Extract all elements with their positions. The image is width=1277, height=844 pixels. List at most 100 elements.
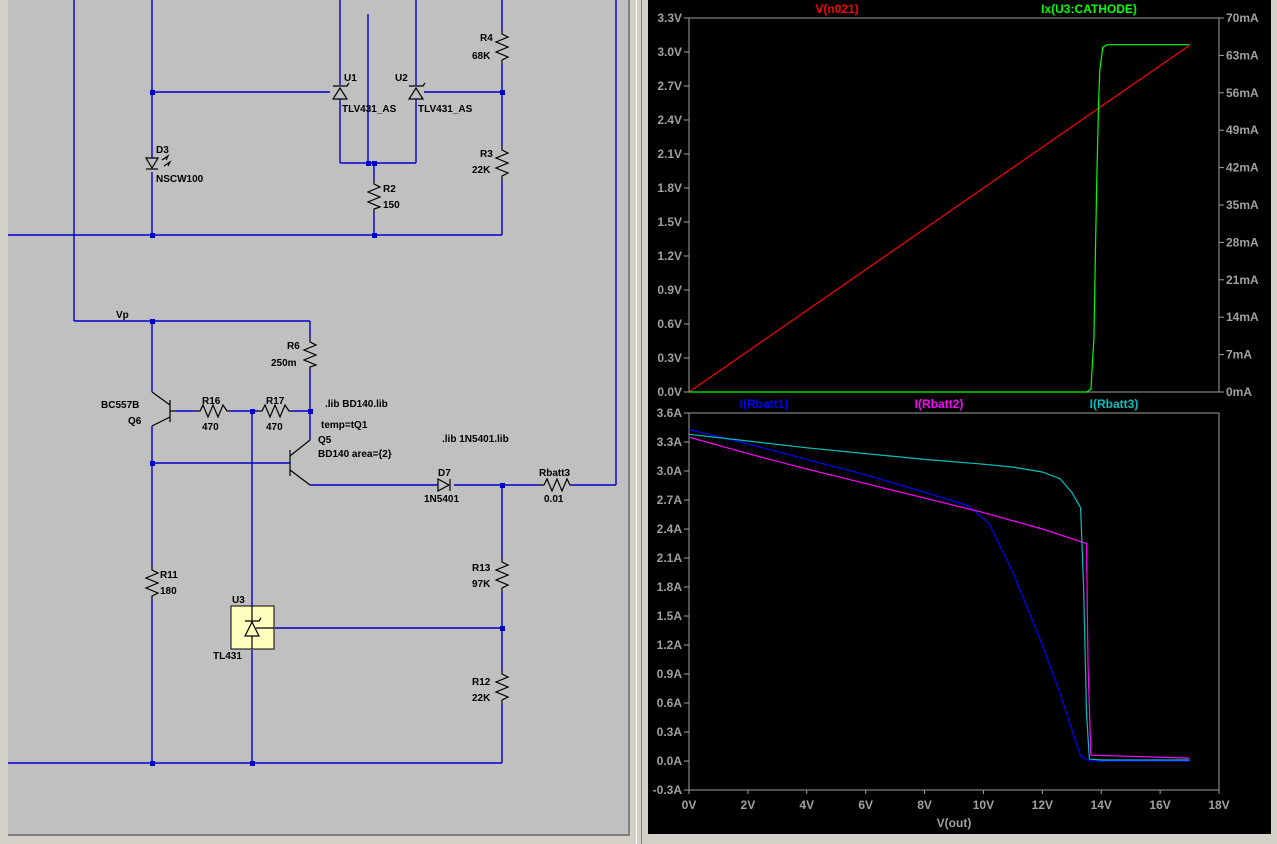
x-tick-label: 4V <box>799 798 814 812</box>
r12-ref[interactable]: R12 <box>472 677 491 688</box>
u2-ref[interactable]: U2 <box>395 73 408 84</box>
trace-line-1 <box>688 428 1190 762</box>
x-tick-label: 2V <box>741 798 756 812</box>
y2-tick-label: 7mA <box>1226 348 1252 362</box>
d3-value[interactable]: NSCW100 <box>156 174 204 185</box>
r3-symbol <box>494 146 510 180</box>
y-tick-label: 1.8A <box>657 580 683 594</box>
y2-tick-label: 63mA <box>1226 48 1259 62</box>
trace-line-2 <box>688 436 1190 759</box>
y-tick-label: 1.2A <box>657 638 683 652</box>
transistor-symbols <box>151 391 311 486</box>
rbatt3-value[interactable]: 0.01 <box>544 494 564 505</box>
y-tick-label: 0.9V <box>657 283 682 297</box>
trace-line-2 <box>689 44 1190 393</box>
rbatt3-symbol <box>540 477 572 493</box>
r4-value[interactable]: 68K <box>472 51 491 62</box>
y-tick-label: 3.0V <box>657 45 682 59</box>
r11-symbol <box>144 566 160 600</box>
y2-tick-label: 21mA <box>1226 273 1259 287</box>
q5-value[interactable]: BD140 area={2} <box>318 449 392 460</box>
y-tick-label: 1.2V <box>657 249 682 263</box>
y-tick-label: 2.4A <box>657 522 683 536</box>
x-tick-label: 0V <box>682 798 697 812</box>
trace-title-2: I(Rbatt2) <box>915 397 964 411</box>
y-tick-label: 2.4V <box>657 113 682 127</box>
r12-symbol <box>494 670 510 704</box>
resistor-symbols <box>144 30 572 704</box>
y-tick-label: 0.3A <box>657 725 683 739</box>
u3-symbol <box>230 605 275 650</box>
temp-directive[interactable]: temp=tQ1 <box>321 420 368 431</box>
r16-value[interactable]: 470 <box>202 422 219 433</box>
lib-1n5401-directive[interactable]: .lib 1N5401.lib <box>442 434 509 445</box>
schematic-canvas[interactable]: Vp U1 TLV431_AS U2 TLV431_AS R4 68K R3 2… <box>8 0 630 836</box>
q6-ref[interactable]: Q6 <box>128 416 142 427</box>
rbatt3-ref[interactable]: Rbatt3 <box>539 468 571 479</box>
x-tick-label: 8V <box>917 798 932 812</box>
plot-pane-2: -0.3A0.0A0.3A0.6A0.9A1.2A1.5A1.8A2.1A2.4… <box>653 397 1230 830</box>
r12-value[interactable]: 22K <box>472 693 491 704</box>
u1-value[interactable]: TLV431_AS <box>342 104 397 115</box>
r3-ref[interactable]: R3 <box>480 149 493 160</box>
trace-title-2: Ix(U3:CATHODE) <box>1041 2 1137 16</box>
trace-title-1: I(Rbatt1) <box>740 397 789 411</box>
x-tick-label: 12V <box>1032 798 1053 812</box>
trace-title-3: I(Rbatt3) <box>1090 397 1139 411</box>
r16-symbol <box>196 403 230 419</box>
y-tick-label: 1.5A <box>657 609 683 623</box>
pane-splitter[interactable] <box>636 0 642 844</box>
d7-ref[interactable]: D7 <box>438 468 451 479</box>
y2-tick-label: 56mA <box>1226 86 1259 100</box>
r6-symbol <box>302 338 318 370</box>
y-tick-label: 0.0V <box>657 385 682 399</box>
y2-tick-label: 28mA <box>1226 235 1259 249</box>
r17-value[interactable]: 470 <box>266 422 283 433</box>
y-tick-label: 2.7V <box>657 79 682 93</box>
y-tick-label: 2.1V <box>657 147 682 161</box>
r2-value[interactable]: 150 <box>383 200 400 211</box>
y-tick-label: 0.9A <box>657 667 683 681</box>
y-tick-label: 2.7A <box>657 493 683 507</box>
y-tick-label: 1.8V <box>657 181 682 195</box>
r6-ref[interactable]: R6 <box>287 341 300 352</box>
y-tick-label: 3.3V <box>657 11 682 25</box>
r13-value[interactable]: 97K <box>472 579 491 590</box>
q6-value[interactable]: BC557B <box>101 400 139 411</box>
y-tick-label: 3.0A <box>657 464 683 478</box>
y2-tick-label: 14mA <box>1226 310 1259 324</box>
r3-value[interactable]: 22K <box>472 165 491 176</box>
x-tick-label: 14V <box>1091 798 1112 812</box>
y2-tick-label: 70mA <box>1226 11 1259 25</box>
trace-title-1: V(n021) <box>815 2 858 16</box>
d7-value[interactable]: 1N5401 <box>424 494 459 505</box>
r13-ref[interactable]: R13 <box>472 563 491 574</box>
r16-ref[interactable]: R16 <box>202 396 221 407</box>
u1-ref[interactable]: U1 <box>344 73 357 84</box>
trace-line-3 <box>688 433 1190 761</box>
junctions <box>150 90 505 766</box>
schematic-drawing: Vp U1 TLV431_AS U2 TLV431_AS R4 68K R3 2… <box>8 0 617 766</box>
r11-value[interactable]: 180 <box>160 586 177 597</box>
u2-value[interactable]: TLV431_AS <box>418 104 473 115</box>
lib-bd140-directive[interactable]: .lib BD140.lib <box>325 399 388 410</box>
plot-frame <box>688 17 1220 393</box>
schematic-pane: Vp U1 TLV431_AS U2 TLV431_AS R4 68K R3 2… <box>0 0 636 844</box>
u3-ref[interactable]: U3 <box>232 595 245 606</box>
y-tick-label: 3.6A <box>657 406 683 420</box>
r2-ref[interactable]: R2 <box>383 184 396 195</box>
r11-ref[interactable]: R11 <box>160 570 178 581</box>
r17-ref[interactable]: R17 <box>266 396 285 407</box>
u2-symbol <box>407 86 425 100</box>
r6-value[interactable]: 250m <box>271 358 297 369</box>
waveform-plots: 0.0V0.3V0.6V0.9V1.2V1.5V1.8V2.1V2.4V2.7V… <box>653 2 1259 830</box>
d3-ref[interactable]: D3 <box>156 145 169 156</box>
q5-ref[interactable]: Q5 <box>318 435 332 446</box>
y-tick-label: 2.1A <box>657 551 683 565</box>
u3-value[interactable]: TL431 <box>213 651 242 662</box>
r4-ref[interactable]: R4 <box>480 33 493 44</box>
wires <box>8 0 617 764</box>
y2-tick-label: 49mA <box>1226 123 1259 137</box>
y-tick-label: 0.6V <box>657 317 682 331</box>
